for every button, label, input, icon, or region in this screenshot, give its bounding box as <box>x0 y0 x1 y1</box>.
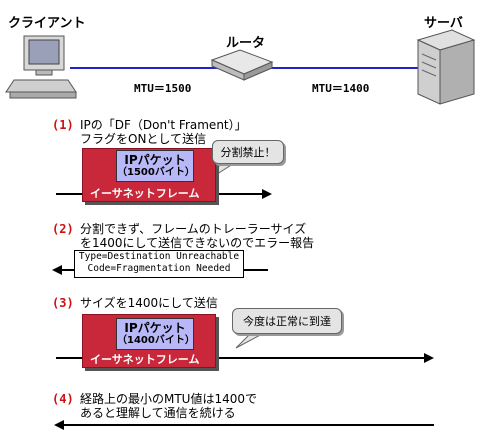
icmp-error-code: Code=Fragmentation Needed <box>87 263 231 274</box>
callout-normal-tail <box>235 333 263 349</box>
callout-normal: 今度は正常に到達 <box>232 308 342 334</box>
ip-packet-1400-title: IPパケット <box>124 320 186 335</box>
client-pc-icon <box>5 35 77 99</box>
step4-line2: あると理解して通信を続ける <box>80 406 236 420</box>
ip-packet-1500: IPパケット （1500バイト） <box>116 150 195 182</box>
step3-number: (3) <box>52 296 74 310</box>
server-label: サーバ <box>424 16 463 31</box>
step1-line1: IPの「DF（Don't Frament）」 <box>80 118 247 132</box>
ip-packet-1400: IPパケット （1400バイト） <box>116 318 195 350</box>
step3-line1: サイズを1400にして送信 <box>80 296 218 310</box>
ethernet-frame-1400-label: イーサネットフレーム <box>90 353 200 366</box>
step2-text: 分割できず、フレームのトレーラーサイズ を1400にして送信できないのでエラー報… <box>80 222 314 250</box>
ip-packet-1400-size: （1400バイト） <box>117 334 195 346</box>
mtu-right-label: MTU＝1400 <box>312 82 370 95</box>
ethernet-frame-1500-label: イーサネットフレーム <box>90 187 200 200</box>
step1-line2: フラグをONとして送信 <box>80 132 207 146</box>
mtu-left-label: MTU＝1500 <box>134 82 192 95</box>
ip-packet-1500-title: IPパケット <box>124 152 186 167</box>
step4-text: 経路上の最小のMTU値は1400で あると理解して通信を続ける <box>80 392 257 420</box>
step3-text: サイズを1400にして送信 <box>80 296 218 310</box>
ip-packet-1500-size: （1500バイト） <box>117 166 195 178</box>
step2-number: (2) <box>52 222 74 236</box>
server-icon <box>416 29 476 105</box>
step2-line1: 分割できず、フレームのトレーラーサイズ <box>80 222 307 236</box>
step1-text: IPの「DF（Don't Frament）」 フラグをONとして送信 <box>80 118 247 146</box>
callout-forbidden: 分割禁止！ <box>212 140 284 164</box>
router-label: ルータ <box>226 36 266 51</box>
icmp-error-type: Type=Destination Unreachable <box>78 251 240 262</box>
step4-number: (4) <box>52 392 74 406</box>
client-label: クライアント <box>8 16 86 31</box>
router-icon <box>210 49 274 81</box>
step1-number: (1) <box>52 118 74 132</box>
step2-line2: を1400にして送信できないのでエラー報告 <box>80 236 315 250</box>
icmp-error-box: Type=Destination Unreachable Code=Fragme… <box>74 250 244 278</box>
step4-line1: 経路上の最小のMTU値は1400で <box>80 392 258 406</box>
